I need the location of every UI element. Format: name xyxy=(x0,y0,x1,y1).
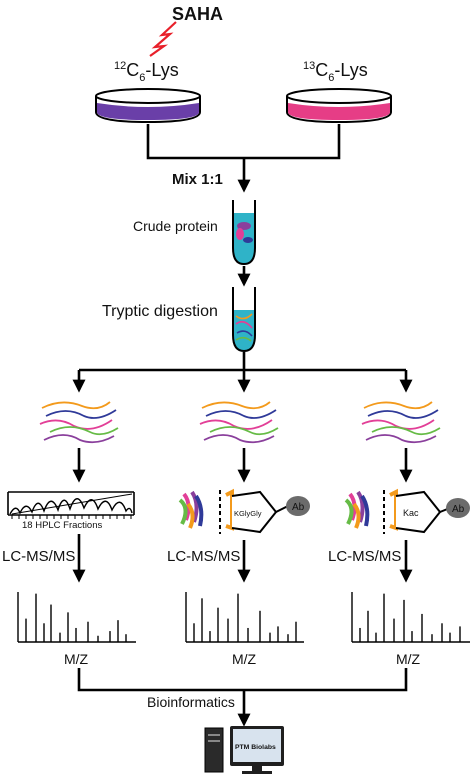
mz-label-left: M/Z xyxy=(64,651,89,667)
bioinformatics-connector xyxy=(77,668,408,692)
computer-icon: PTM Biolabs xyxy=(204,726,284,774)
heavy-culture-dish xyxy=(286,88,392,124)
ms-spectrum-left xyxy=(17,592,136,643)
lightning-icon xyxy=(149,21,177,57)
kac-enrichment-panel: Kac Ab xyxy=(344,488,470,534)
peptide-bundle-right xyxy=(361,401,441,444)
peptide-strand xyxy=(39,419,113,430)
crude-protein-label: Crude protein xyxy=(133,218,218,234)
ab-label-right: Ab xyxy=(452,504,465,515)
ms-spectrum-right xyxy=(351,592,470,643)
light-medium xyxy=(97,103,199,120)
ab-bead-right xyxy=(446,498,470,518)
kglygly-enrichment-panel: KGlyGly Ab xyxy=(178,488,310,534)
hplc-fractions-label: 18 HPLC Fractions xyxy=(22,520,103,531)
computer-tower xyxy=(204,727,224,773)
peptide-strand xyxy=(365,434,437,444)
monitor-label: PTM Biolabs xyxy=(235,744,276,751)
dish-label-13c: 13C6-Lys xyxy=(303,60,368,84)
ab-label-center: Ab xyxy=(292,502,305,513)
digested-peptide-tube xyxy=(232,287,256,353)
hplc-fractionation-panel: 18 HPLC Fractions xyxy=(7,491,135,531)
peptide-strand xyxy=(49,426,119,436)
kglygly-antibody xyxy=(231,490,278,534)
peptide-bundle-left xyxy=(39,401,119,444)
merge-connector xyxy=(146,124,341,160)
peptide-strand xyxy=(209,426,279,436)
kac-label: Kac xyxy=(403,508,419,518)
peptide-strand xyxy=(201,401,271,410)
lcms-label-right: LC-MS/MS xyxy=(328,548,401,565)
lcms-label-center: LC-MS/MS xyxy=(167,548,240,565)
mz-label-center: M/Z xyxy=(232,651,257,667)
mix-label: Mix 1:1 xyxy=(172,171,223,188)
saha-label: SAHA xyxy=(172,4,223,24)
lcms-label-left: LC-MS/MS xyxy=(2,548,75,565)
peptide-bundle-center xyxy=(199,401,279,444)
peptide-strand xyxy=(43,434,115,444)
peptide-strand xyxy=(199,419,273,430)
mz-label-right: M/Z xyxy=(396,651,421,667)
ms-spectrum-center xyxy=(185,592,304,643)
kglygly-label: KGlyGly xyxy=(234,509,262,518)
crude-protein-tube xyxy=(232,200,256,266)
dish-label-12c: 12C6-Lys xyxy=(114,60,179,84)
heavy-medium xyxy=(288,103,390,120)
peptide-strand xyxy=(41,401,111,410)
peptide-strand xyxy=(367,409,439,419)
light-culture-dish xyxy=(95,88,201,124)
peptide-strand xyxy=(45,409,117,419)
tryptic-digestion-label: Tryptic digestion xyxy=(102,303,218,320)
bioinformatics-label: Bioinformatics xyxy=(147,694,235,710)
peptide-strand xyxy=(363,401,433,410)
peptide-strand xyxy=(361,419,435,430)
ab-bead-center xyxy=(286,496,310,516)
peptide-strand xyxy=(371,426,441,436)
peptide-strand xyxy=(205,409,277,419)
hplc-trace xyxy=(9,498,133,515)
peptide-strand xyxy=(203,434,275,444)
